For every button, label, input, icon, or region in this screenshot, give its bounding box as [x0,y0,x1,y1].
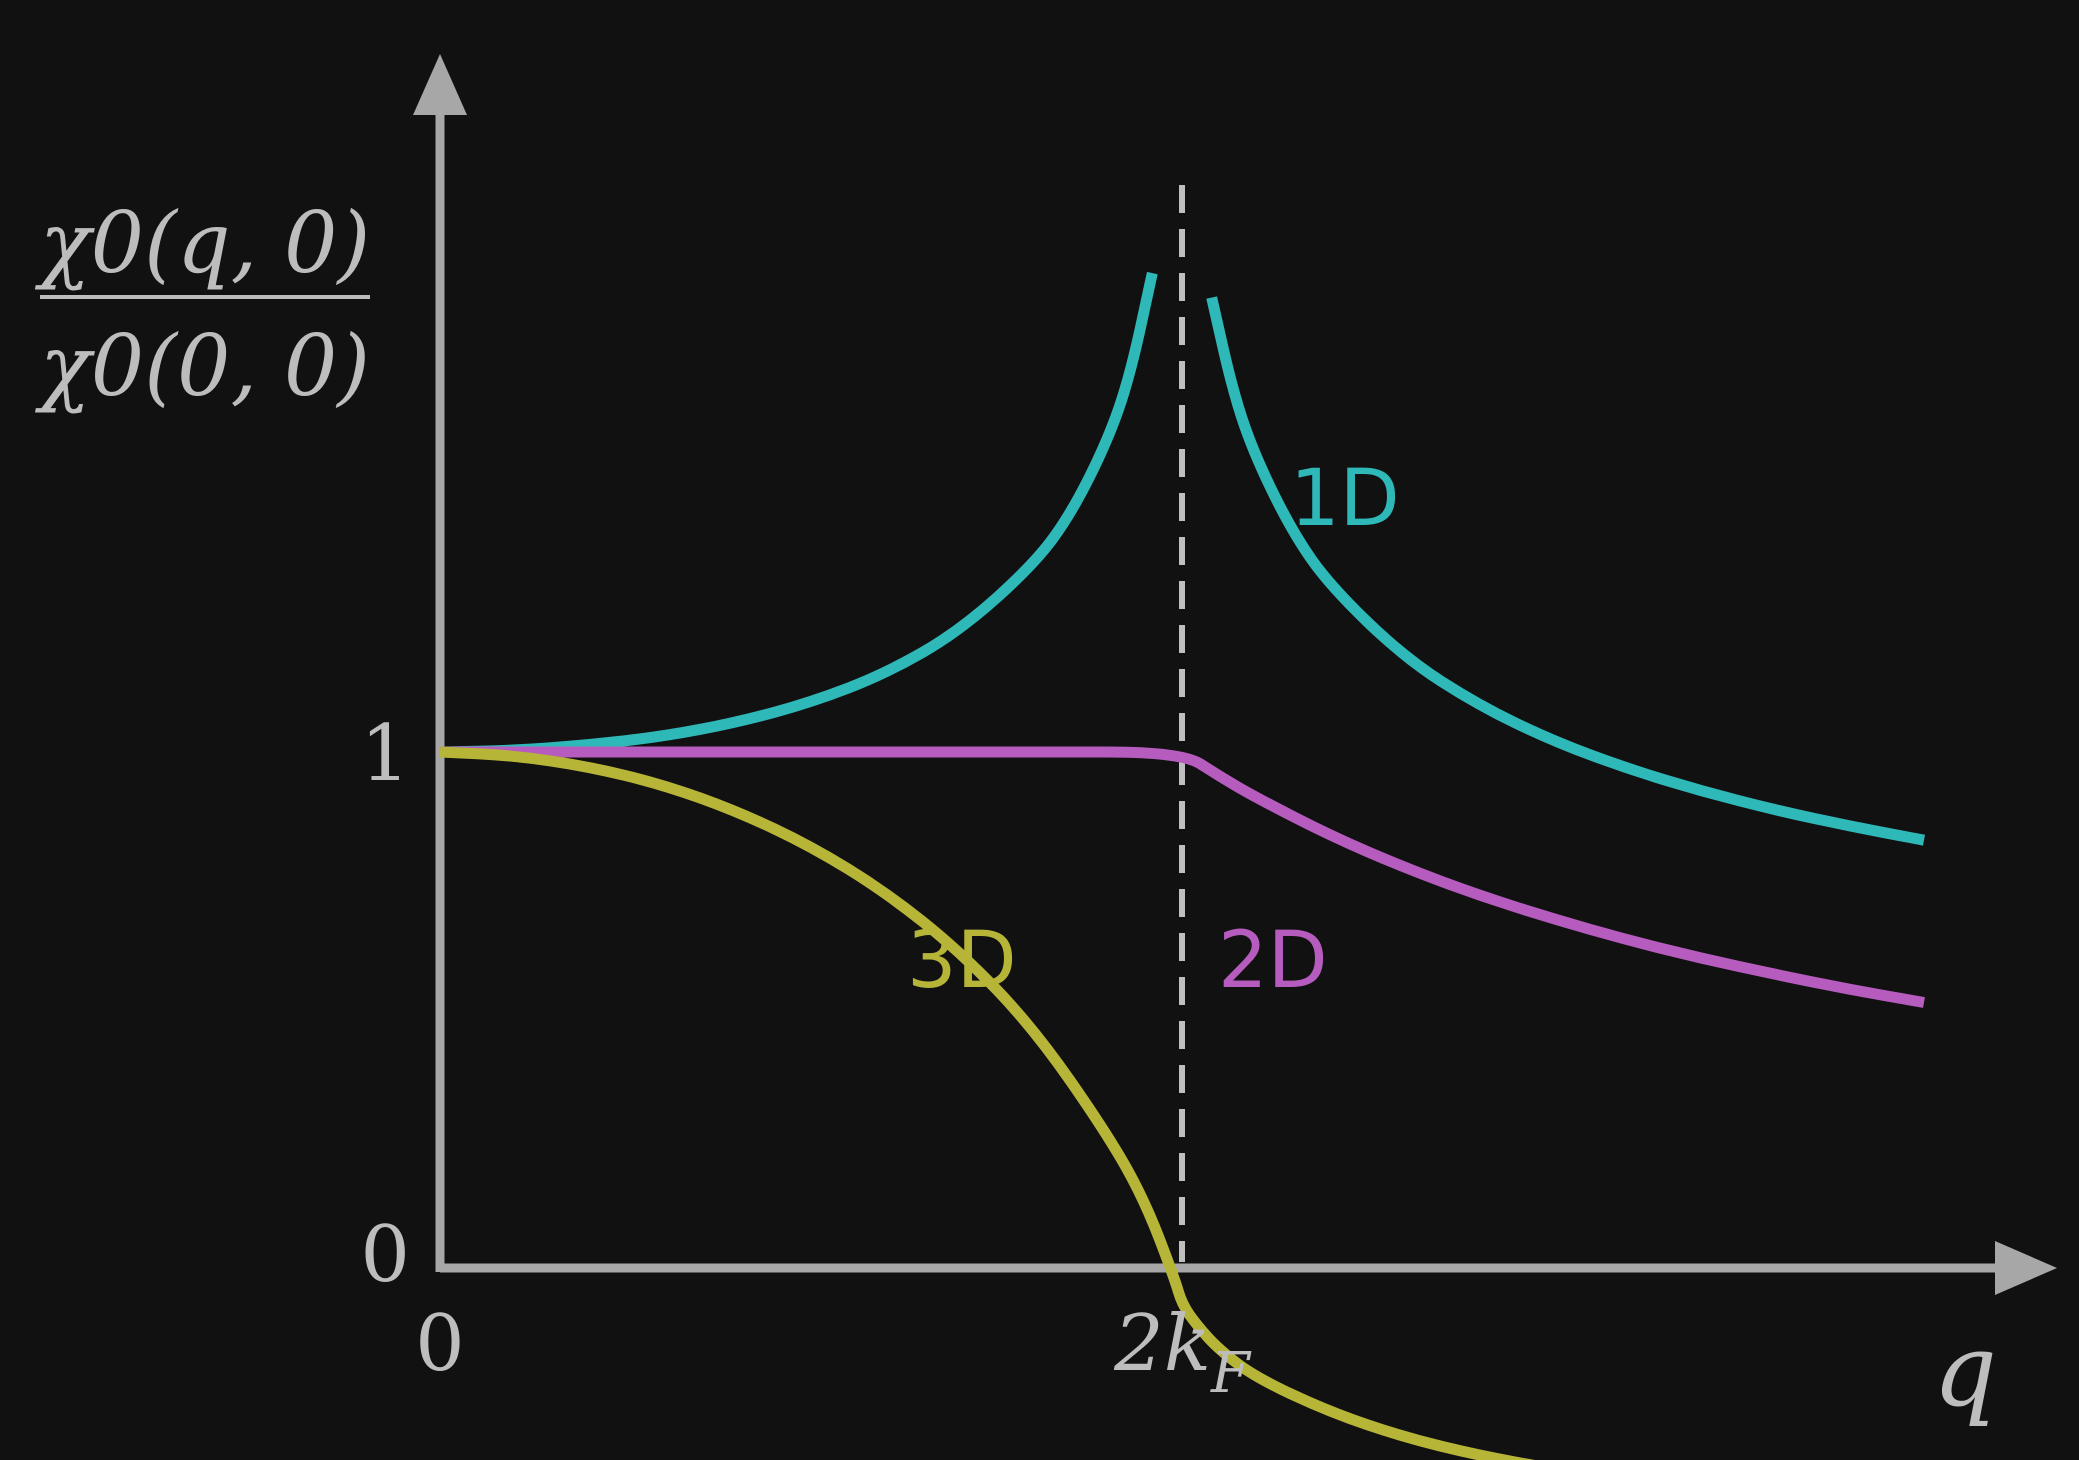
series-line-3d [439,746,1536,1460]
x-axis-label: q [1933,1312,1997,1429]
x-tick-label-0: 0 [415,1299,465,1389]
y-tick-label-1: 1 [360,709,410,799]
y-tick-label-0: 0 [360,1210,410,1300]
y-axis-label: χ0(q, 0) χ0(0, 0) [35,194,371,415]
tick-labels: 0 1 0 2kF [360,709,1252,1406]
series-label-1d: 1D [1290,454,1400,544]
y-label-numerator: χ0(q, 0) [35,194,371,292]
series-line-2d [440,746,1925,1008]
series-label-2d: 2D [1218,916,1328,1006]
x-axis-arrow-icon [1995,1241,2057,1295]
series-line-1d-part-2 [1206,296,1926,846]
y-axis-arrow-icon [413,54,467,115]
series-line-1d-part-1 [439,271,1158,758]
y-label-denominator: χ0(0, 0) [35,317,370,415]
series-group [439,271,1926,1460]
x-tick-label-1: 2kF [1113,1299,1252,1406]
series-label-3d: 3D [907,916,1017,1006]
